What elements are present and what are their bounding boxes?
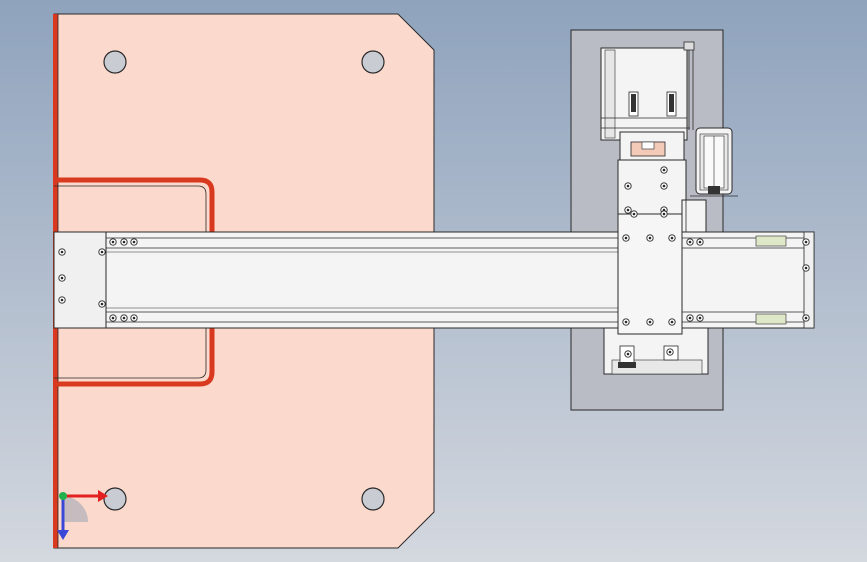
screw-socket [688, 240, 692, 244]
screw-socket [804, 266, 808, 270]
screw-socket [688, 316, 692, 320]
screw-socket [100, 302, 104, 306]
rail-slot [755, 235, 787, 247]
screw-socket [648, 236, 652, 240]
mount-hole [103, 487, 127, 511]
screw-socket [804, 316, 808, 320]
screw-socket [626, 352, 630, 356]
x-axis-arrow-icon [98, 490, 108, 502]
screw-group [58, 166, 810, 358]
screw-socket [624, 320, 628, 324]
screw-socket [100, 250, 104, 254]
z-axis-arrow-icon [57, 530, 69, 540]
screw-socket [662, 212, 666, 216]
rail-carriage[interactable] [617, 213, 683, 335]
screw-socket [122, 316, 126, 320]
screw-socket [111, 240, 115, 244]
screw-socket [132, 240, 136, 244]
screw-socket [60, 276, 64, 280]
screw-socket [698, 316, 702, 320]
cable-fitting [683, 41, 695, 51]
screw-socket [804, 240, 808, 244]
rotary-actuator [690, 127, 738, 197]
screw-socket [122, 240, 126, 244]
screw-socket [668, 350, 672, 354]
mount-hole [361, 487, 385, 511]
screw-socket [670, 320, 674, 324]
screw-socket [670, 236, 674, 240]
screw-socket [632, 212, 636, 216]
screw-socket [111, 316, 115, 320]
rail-end-cap [803, 231, 815, 329]
screw-socket [60, 298, 64, 302]
screw-socket [698, 240, 702, 244]
screw-socket [60, 250, 64, 254]
y-axis-dot-icon [59, 492, 67, 500]
screw-socket [624, 236, 628, 240]
screw-socket [132, 316, 136, 320]
rail-slot [755, 313, 787, 325]
linear-rail[interactable] [53, 231, 815, 329]
mount-hole [361, 50, 385, 74]
mount-hole [103, 50, 127, 74]
screw-socket [662, 184, 666, 188]
coordinate-triad [57, 490, 108, 540]
screw-socket [662, 168, 666, 172]
screw-socket [626, 184, 630, 188]
screw-socket [626, 208, 630, 212]
screw-socket [648, 320, 652, 324]
